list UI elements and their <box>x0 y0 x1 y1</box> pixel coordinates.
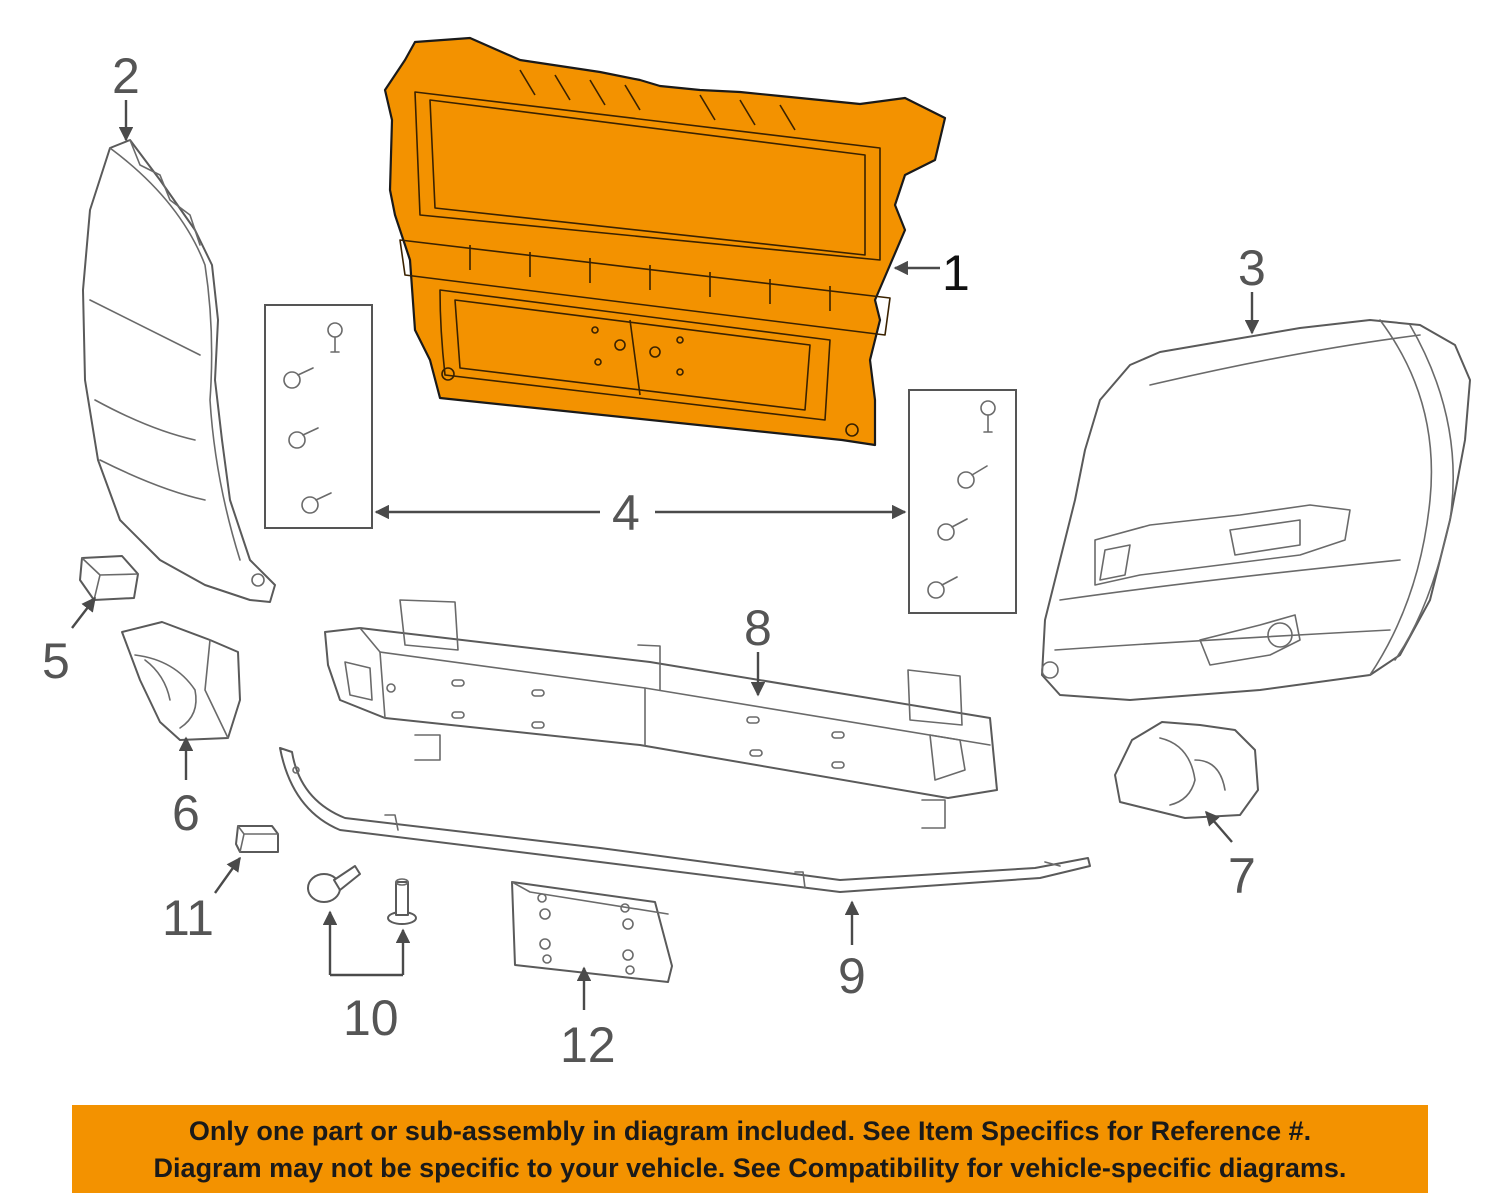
part-8-bumper-beam <box>324 599 998 829</box>
part-11-block <box>235 825 279 853</box>
callout-5: 5 <box>42 633 70 689</box>
leader-7 <box>1205 810 1233 843</box>
callout-10: 10 <box>343 990 399 1046</box>
part-9-lower-trim-strip <box>279 747 1091 893</box>
callout-3: 3 <box>1238 240 1266 296</box>
leader-11 <box>214 856 241 894</box>
part-5-clip <box>79 555 139 601</box>
callout-11: 11 <box>162 890 214 946</box>
part-6-left-fog-bracket <box>121 621 241 741</box>
part-1-grille-reinforcement <box>383 36 947 447</box>
callout-7: 7 <box>1228 848 1256 904</box>
disclaimer-banner: Only one part or sub-assembly in diagram… <box>72 1105 1428 1193</box>
part-7-right-fog-bracket <box>1114 721 1259 819</box>
callout-4: 4 <box>612 485 640 541</box>
leader-5 <box>71 596 96 629</box>
callout-1: 1 <box>942 245 970 301</box>
part-4-left-fastener-box <box>264 304 373 529</box>
part-2-left-headlamp <box>82 139 276 603</box>
part-10-fasteners <box>307 865 417 925</box>
callout-2: 2 <box>112 48 140 104</box>
callout-6: 6 <box>172 785 200 841</box>
part-3-right-headlamp <box>1041 319 1471 701</box>
part-4-right-fastener-box <box>908 389 1017 614</box>
callout-12: 12 <box>560 1017 616 1073</box>
disclaimer-line-1: Only one part or sub-assembly in diagram… <box>188 1116 1312 1146</box>
part-12-license-bracket <box>511 881 673 983</box>
callout-8: 8 <box>744 600 772 656</box>
disclaimer-line-2: Diagram may not be specific to your vehi… <box>153 1153 1347 1183</box>
callout-9: 9 <box>838 948 866 1004</box>
